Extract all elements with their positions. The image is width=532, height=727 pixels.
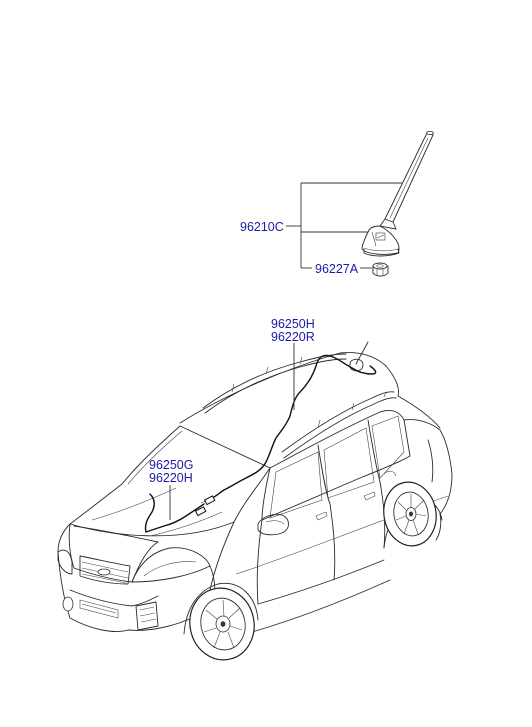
antenna-nut — [372, 262, 389, 277]
antenna-detail: 96210C 96227A — [240, 130, 434, 277]
roof-rails — [202, 353, 397, 459]
rear-wheel — [383, 481, 443, 549]
vehicle-roof-antenna — [349, 341, 369, 372]
roof-cable-label-a: 96250H — [271, 317, 315, 331]
roof-outline — [179, 352, 399, 424]
windshield — [121, 425, 271, 523]
vehicle-illustration — [57, 341, 453, 661]
cable-connector-lower — [194, 506, 207, 517]
antenna-base — [361, 225, 400, 257]
rear-body — [383, 419, 453, 515]
front-fascia — [57, 523, 211, 632]
main-cable-label-b: 96220H — [149, 471, 193, 485]
antenna-assembly-leader — [286, 182, 402, 269]
antenna-mast — [379, 130, 434, 230]
cable-label-leaders — [169, 343, 295, 520]
main-cable-label-a: 96250G — [149, 458, 193, 472]
doors — [256, 481, 386, 605]
antenna-nut-label: 96227A — [315, 262, 359, 276]
feeder-cable — [144, 354, 353, 533]
roof-cable-label-b: 96220R — [271, 330, 315, 344]
side-mirror — [257, 513, 289, 536]
cable-connector — [200, 495, 216, 506]
hood — [57, 483, 235, 553]
antenna-assembly-label: 96210C — [240, 220, 284, 234]
front-wheel — [189, 587, 255, 661]
